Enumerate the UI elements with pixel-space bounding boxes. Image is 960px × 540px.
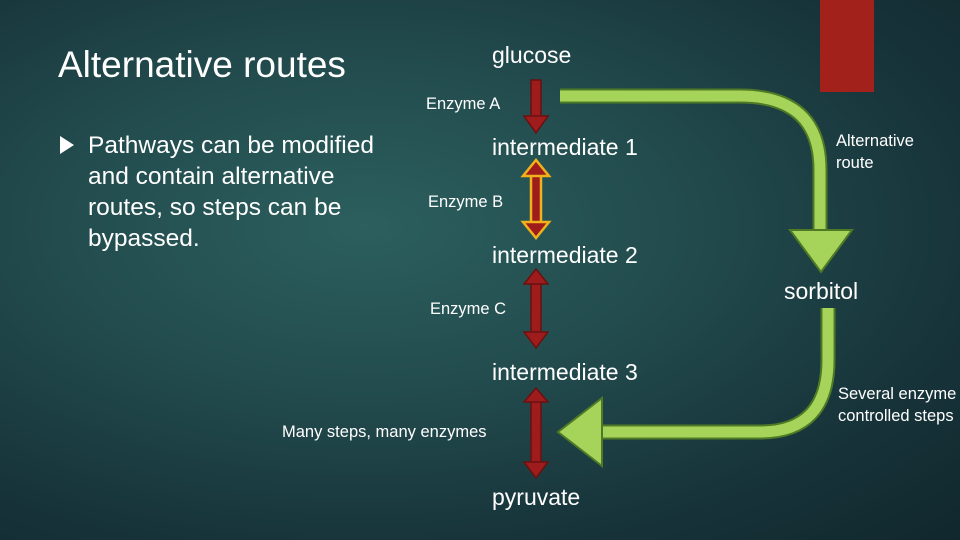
bullet-text: Pathways can be modified and contain alt…	[88, 132, 374, 252]
several-steps-line-1: Several enzyme	[838, 385, 957, 403]
label-several-steps: Several enzyme controlled steps	[838, 383, 960, 427]
slide-title: Alternative routes	[58, 44, 346, 85]
corner-accent-bar	[820, 0, 874, 92]
label-many-steps: Many steps, many enzymes	[282, 423, 487, 441]
bullet-arrow-icon	[60, 136, 74, 154]
node-sorbitol: sorbitol	[784, 278, 859, 304]
green-route-lower	[556, 308, 836, 469]
alternative-route-line-2: route	[836, 154, 874, 172]
several-steps-line-2: controlled steps	[838, 407, 954, 425]
label-enzyme-c: Enzyme C	[430, 300, 507, 318]
arrow-enzyme-b	[520, 158, 552, 240]
node-intermediate-2: intermediate 2	[492, 242, 638, 268]
arrow-enzyme-a	[522, 79, 550, 135]
label-enzyme-b: Enzyme B	[428, 193, 504, 211]
arrow-enzyme-c	[522, 267, 550, 350]
node-intermediate-3: intermediate 3	[492, 359, 638, 385]
label-alternative-route: Alternative route	[836, 130, 946, 174]
bullet-point: Pathways can be modified and contain alt…	[60, 130, 390, 254]
arrow-many-steps	[522, 386, 550, 480]
node-pyruvate: pyruvate	[492, 484, 581, 510]
label-enzyme-a: Enzyme A	[426, 95, 501, 113]
alternative-route-line-1: Alternative	[836, 132, 914, 150]
node-intermediate-1: intermediate 1	[492, 134, 638, 160]
node-glucose: glucose	[492, 42, 572, 68]
green-route-upper	[560, 88, 854, 274]
